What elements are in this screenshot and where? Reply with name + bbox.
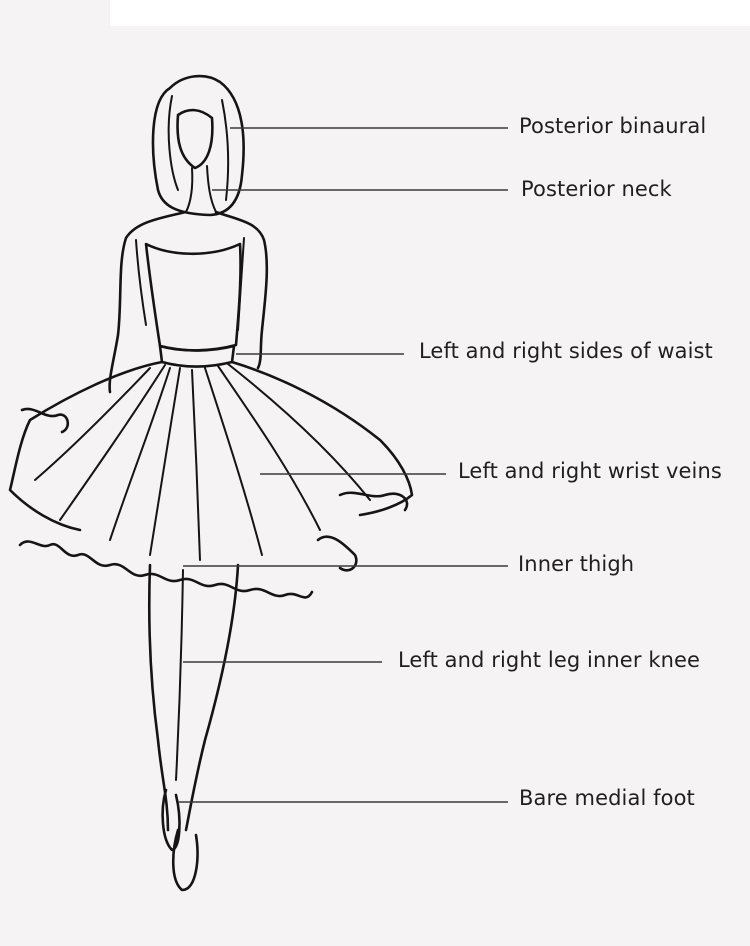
label-inner-knee: Left and right leg inner knee: [398, 648, 701, 672]
hair-strand-right: [221, 99, 230, 201]
right-leg: [184, 563, 240, 832]
ruffle-right-upper: [338, 491, 409, 512]
leg-inner: [175, 569, 184, 781]
label-medial-foot: Bare medial foot: [519, 786, 695, 810]
hair-outline: [151, 74, 245, 217]
label-posterior-neck: Posterior neck: [521, 177, 672, 201]
neck: [185, 165, 217, 213]
label-inner-thigh: Inner thigh: [518, 552, 635, 576]
right-foot: [171, 828, 199, 892]
face-outline: [176, 108, 214, 170]
right-arm: [214, 210, 269, 370]
left-leg: [147, 563, 170, 832]
label-waist-sides: Left and right sides of waist: [419, 339, 713, 363]
ruffle-hem: [18, 540, 314, 599]
left-foot: [161, 788, 181, 852]
skirt-pleats: [34, 363, 371, 561]
ruffle-left: [20, 407, 70, 434]
hair-strand: [167, 95, 179, 191]
skirt-outline: [8, 360, 414, 532]
label-wrist-veins: Left and right wrist veins: [458, 459, 722, 483]
left-inner-arm: [135, 239, 147, 326]
bodice: [144, 242, 242, 352]
left-arm: [108, 210, 188, 394]
label-posterior-binaural: Posterior binaural: [519, 114, 707, 138]
ruffle-right: [316, 535, 358, 572]
top-band: [110, 0, 750, 26]
